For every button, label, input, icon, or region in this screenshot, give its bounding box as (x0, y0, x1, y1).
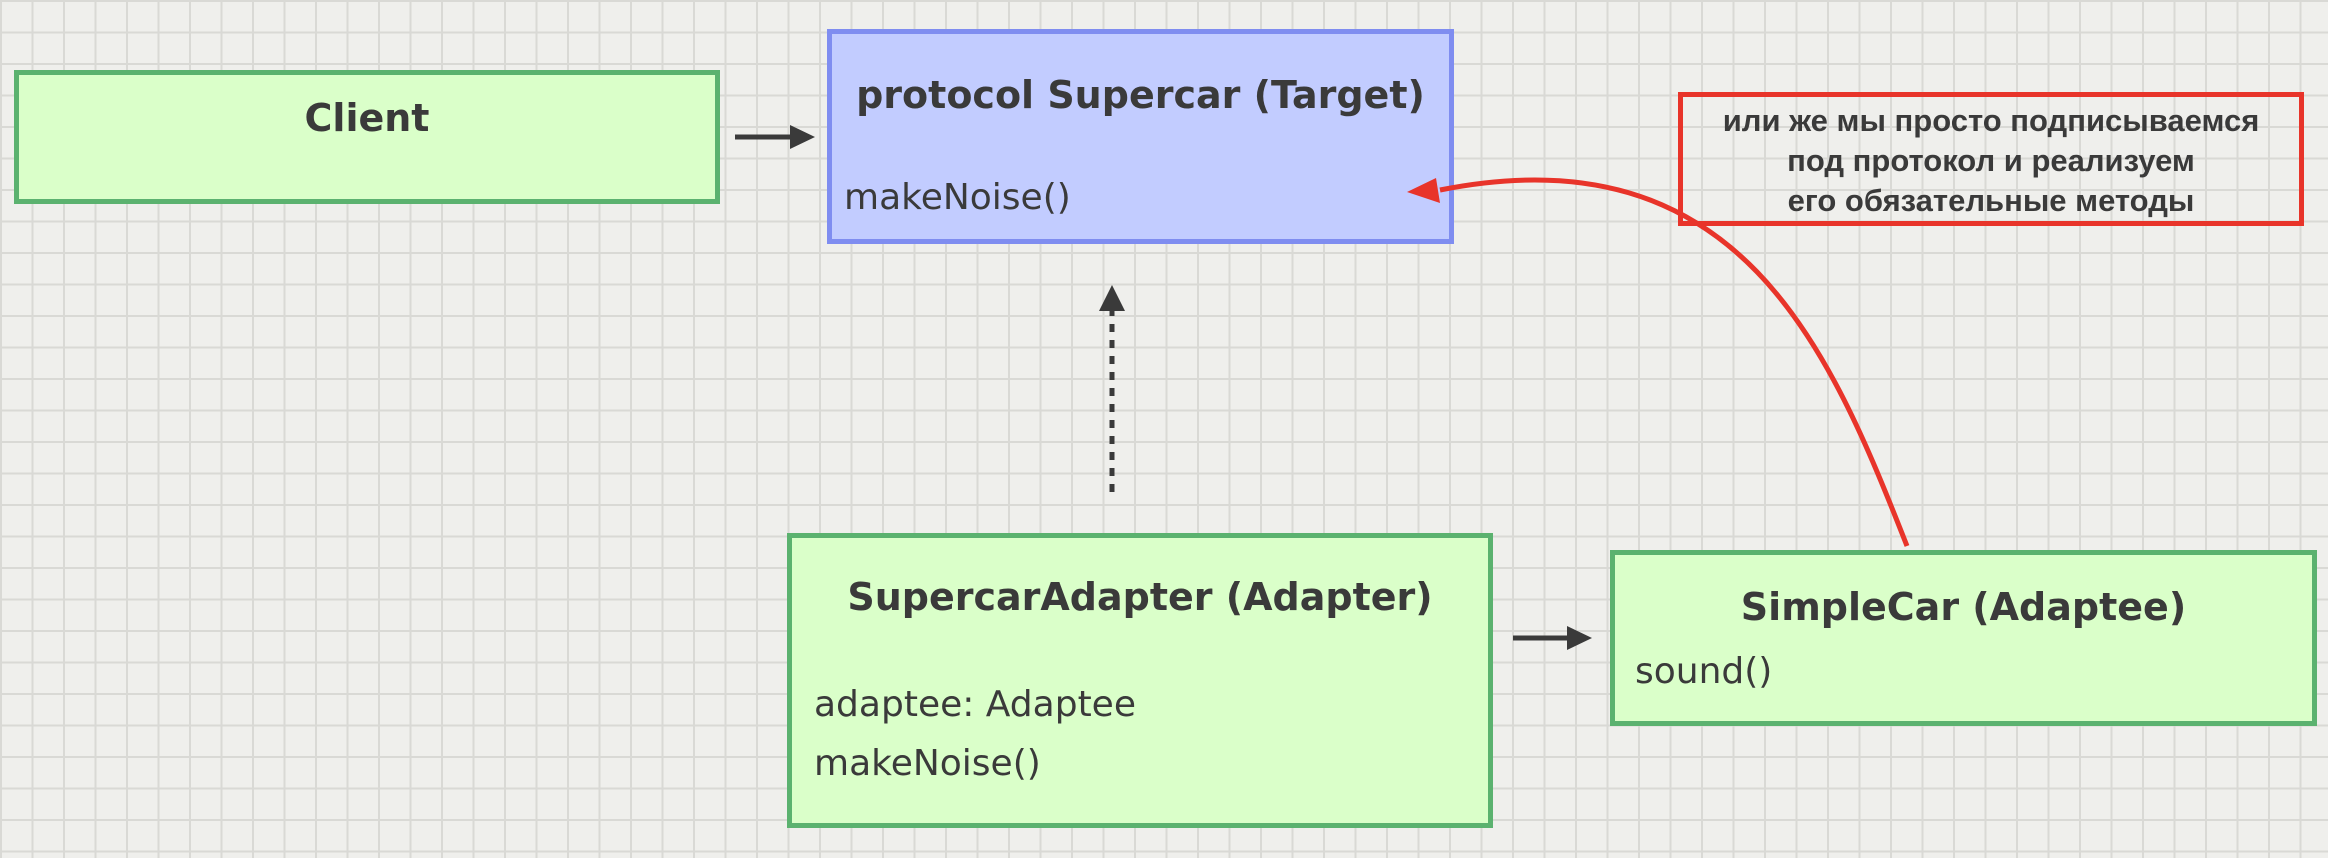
adaptee-class-box: SimpleCar (Adaptee) sound() (1610, 550, 2317, 726)
target-method-make-noise: makeNoise() (844, 177, 1071, 218)
adaptee-class-title: SimpleCar (Adaptee) (1740, 585, 2187, 629)
client-class-title: Client (304, 96, 430, 140)
adapter-to-adaptee-arrow (1513, 626, 1592, 650)
adaptee-method-sound: sound() (1635, 651, 1773, 692)
adapter-method-make-noise: makeNoise() (814, 743, 1041, 784)
adapter-realizes-target-arrow (1099, 285, 1125, 492)
adaptee-to-target-red-arrow (1407, 177, 1910, 547)
client-class-box: Client (14, 70, 720, 204)
client-to-target-arrow (735, 125, 815, 149)
annotation-note: или же мы просто подписываемся под прото… (1678, 92, 2304, 226)
target-protocol-title: protocol Supercar (Target) (856, 73, 1425, 117)
annotation-line-3: его обязательные методы (1787, 183, 2195, 218)
annotation-line-1: или же мы просто подписываемся (1722, 103, 2260, 138)
adapter-property-adaptee: adaptee: Adaptee (814, 684, 1136, 725)
adapter-class-title: SupercarAdapter (Adapter) (847, 575, 1433, 619)
annotation-line-2: под протокол и реализуем (1787, 143, 2195, 178)
adapter-class-box: SupercarAdapter (Adapter) adaptee: Adapt… (787, 533, 1493, 828)
target-protocol-box: protocol Supercar (Target) makeNoise() (827, 29, 1454, 244)
